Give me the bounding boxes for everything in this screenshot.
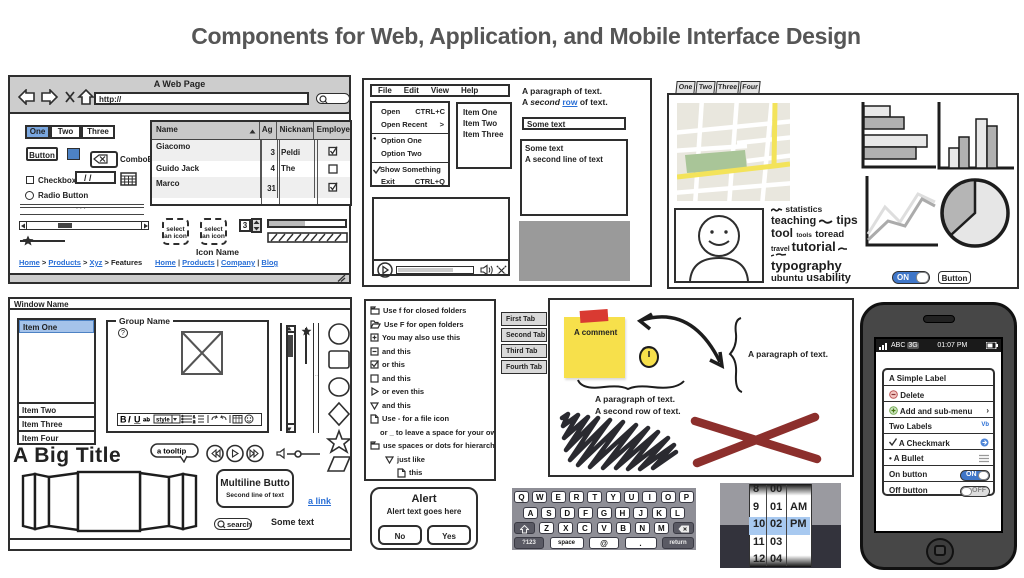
svg-text:B: B xyxy=(120,415,127,425)
svg-text:a tooltip: a tooltip xyxy=(157,447,187,456)
svg-text:2: 2 xyxy=(193,419,196,424)
svg-text:1: 1 xyxy=(193,414,196,419)
svg-text:ab: ab xyxy=(143,418,150,424)
svg-text:style: style xyxy=(156,418,170,424)
svg-text:U: U xyxy=(134,415,141,425)
svg-text:I: I xyxy=(128,415,131,425)
